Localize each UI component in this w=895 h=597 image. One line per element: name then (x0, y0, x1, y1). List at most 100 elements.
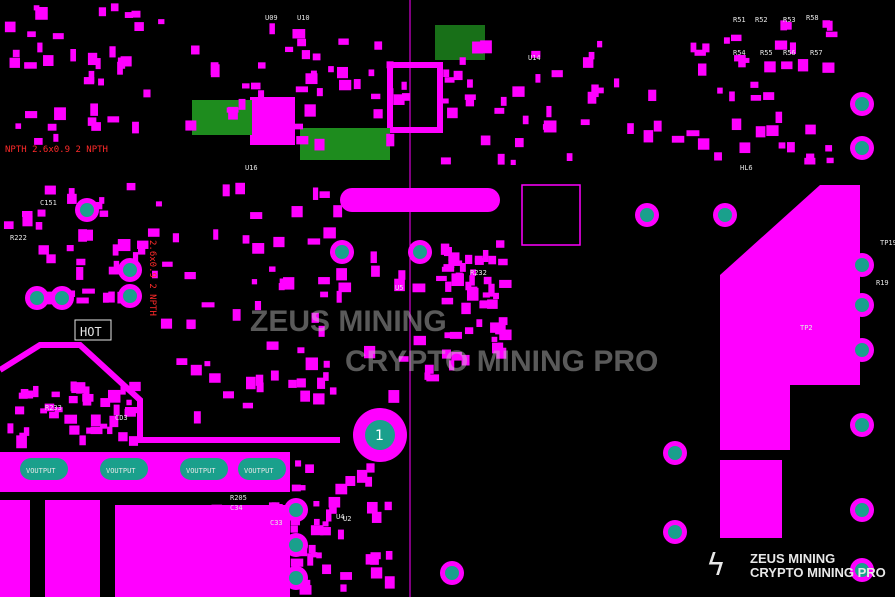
smd-pad (734, 55, 741, 62)
component-designator: CD3 (115, 414, 128, 422)
copper-pour (720, 460, 782, 538)
smd-pad (211, 504, 223, 512)
smd-pad (371, 511, 382, 523)
smd-pad (297, 347, 305, 354)
drill-hole (855, 418, 869, 432)
smd-pad (386, 61, 394, 69)
smd-pad (268, 502, 277, 511)
smd-pad (296, 136, 309, 145)
smd-pad (388, 390, 400, 403)
smd-pad (15, 406, 25, 415)
smd-pad (494, 107, 505, 114)
smd-pad (493, 292, 499, 300)
smd-pad (366, 501, 378, 514)
smd-pad (313, 393, 325, 405)
smd-pad (90, 103, 98, 116)
smd-pad (694, 49, 706, 56)
voutput-label: VOUTPUT (26, 467, 56, 475)
hot-label: HOT (80, 325, 102, 339)
smd-pad (465, 281, 472, 291)
smd-pad (566, 153, 573, 161)
smd-pad (266, 570, 278, 580)
smd-pad (766, 125, 779, 137)
smd-pad (137, 248, 146, 255)
smd-pad (512, 86, 525, 97)
smd-pad (440, 98, 449, 104)
smd-pad (597, 40, 603, 48)
smd-pad (345, 476, 356, 486)
drill-hole (855, 563, 869, 577)
smd-pad (7, 423, 14, 434)
smd-pad (308, 544, 316, 554)
component-designator: R19 (876, 279, 889, 287)
smd-pad (314, 138, 325, 151)
smd-pad (285, 46, 294, 53)
smd-pad (91, 122, 101, 131)
smd-pad (244, 549, 257, 556)
smd-pad (453, 70, 463, 81)
smd-pad (250, 212, 263, 220)
smd-pad (469, 286, 478, 297)
drill-hole (413, 245, 427, 259)
smd-pad (368, 69, 375, 77)
smd-pad (126, 399, 132, 406)
component-designator: R232 (470, 269, 487, 277)
component-designator: R56 (783, 49, 796, 57)
smd-pad (242, 579, 255, 588)
smd-pad (441, 349, 451, 359)
pin-marker: 1 (375, 428, 384, 444)
smd-pad (204, 552, 213, 565)
smd-pad (755, 126, 766, 138)
drill-hole (718, 208, 732, 222)
voutput-pad (20, 458, 68, 480)
smd-pad (238, 98, 246, 110)
smd-pad (690, 42, 697, 53)
component-designator: R233 (45, 404, 62, 412)
smd-pad (412, 283, 426, 293)
drill-hole (445, 566, 459, 580)
smd-pad (283, 277, 295, 290)
smd-pad (128, 436, 139, 446)
smd-pad (290, 525, 298, 533)
smd-pad (498, 342, 504, 355)
smd-pad (189, 505, 201, 512)
smd-pad (206, 575, 213, 581)
component-designator: U10 (297, 14, 310, 22)
smd-pad (107, 389, 121, 403)
smd-pad (697, 63, 707, 76)
smd-pad (323, 227, 336, 239)
smd-pad (393, 94, 405, 105)
smd-pad (155, 201, 162, 207)
smd-pad (117, 61, 123, 75)
smd-pad (786, 142, 795, 153)
smd-pad (325, 509, 332, 522)
smd-pad (494, 324, 506, 331)
smd-pad (497, 153, 505, 165)
smd-pad (68, 188, 75, 201)
smd-pad (441, 297, 454, 305)
smd-pad (209, 373, 221, 383)
smd-pad (9, 57, 20, 68)
smd-pad (479, 300, 490, 308)
smd-pad (299, 585, 312, 595)
smd-pad (227, 506, 241, 520)
smd-pad (448, 259, 455, 268)
smd-pad (648, 89, 657, 102)
smd-pad (76, 258, 86, 266)
smd-pad (279, 517, 289, 527)
smd-pad (296, 378, 306, 388)
smd-pad (143, 89, 151, 98)
component-designator: U5 (395, 284, 403, 292)
component-designator: C151 (40, 199, 57, 207)
smd-pad (82, 288, 95, 294)
smd-pad (313, 518, 320, 526)
smd-pad (470, 269, 477, 277)
corner-watermark-line1: ZEUS MINING (750, 551, 836, 566)
ic-outline (521, 184, 581, 246)
smd-pad (183, 543, 194, 549)
smd-pad (160, 318, 173, 329)
hot-box (74, 319, 112, 341)
smd-pad (317, 377, 326, 389)
drill-hole (80, 203, 94, 217)
smd-pad (370, 556, 379, 565)
